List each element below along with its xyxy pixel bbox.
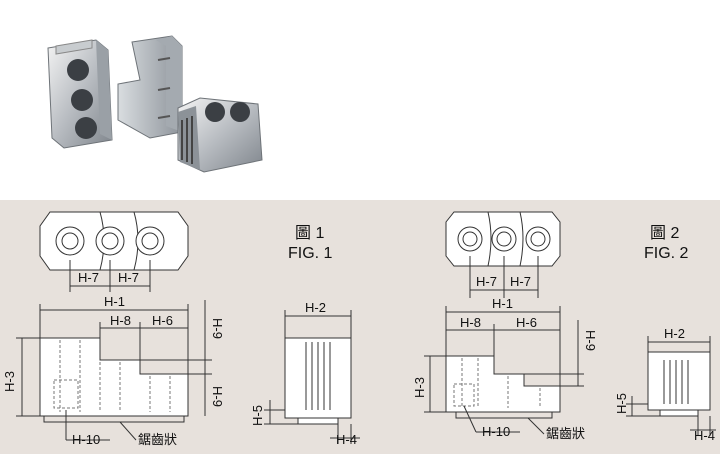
fig1-title-en: FIG. 1 xyxy=(288,245,333,262)
fig2-label-h7b: H-7 xyxy=(510,274,531,289)
drawing-svg: 圖 1 FIG. 1 H-7 H-7 H-1 H-8 H-6 H-9 H-9 H… xyxy=(2,211,716,447)
fig2-front-view xyxy=(626,336,716,436)
fig1-label-h6: H-6 xyxy=(152,313,173,328)
fig1-label-h10: H-10 xyxy=(72,432,100,447)
fig2-label-h7a: H-7 xyxy=(476,274,497,289)
dimension-drawings: 圖 1 FIG. 1 H-7 H-7 H-1 H-8 H-6 H-9 H-9 H… xyxy=(0,200,720,454)
fig2-title-cn: 圖 2 xyxy=(650,225,679,242)
fig2-label-h3: H-3 xyxy=(412,377,427,398)
jaw-photo-3 xyxy=(177,97,263,173)
fig2-label-serration: 鋸齒狀 xyxy=(546,426,585,441)
fig1-label-h7a: H-7 xyxy=(78,270,99,285)
fig2-label-h6: H-6 xyxy=(516,315,537,330)
fig1-label-h8: H-8 xyxy=(110,313,131,328)
fig2-label-h5: H-5 xyxy=(614,393,629,414)
fig1-label-h1: H-1 xyxy=(104,294,125,309)
fig1-label-h4: H-4 xyxy=(336,432,357,447)
fig1-label-h3: H-3 xyxy=(2,371,17,392)
fig1-title-cn: 圖 1 xyxy=(295,225,324,242)
fig1-top-view xyxy=(39,211,189,292)
fig1-side-view xyxy=(16,300,212,441)
fig2-top-view xyxy=(445,211,561,298)
fig1-front-view xyxy=(264,310,360,444)
fig2-label-h10: H-10 xyxy=(482,424,510,439)
fig1-label-h5: H-5 xyxy=(250,405,265,426)
soft-jaws-photo xyxy=(47,35,263,173)
fig1-label-h9a: H-9 xyxy=(210,318,225,339)
product-photo xyxy=(0,0,720,200)
fig2-side-view xyxy=(424,306,584,435)
fig1-label-serration: 鋸齒狀 xyxy=(138,432,177,447)
fig2-label-h8: H-8 xyxy=(460,315,481,330)
fig1-label-h7b: H-7 xyxy=(118,270,139,285)
jaw-photo-2 xyxy=(117,35,183,139)
fig1-label-h9b: H-9 xyxy=(210,386,225,407)
fig2-label-h2: H-2 xyxy=(664,326,685,341)
fig2-title-en: FIG. 2 xyxy=(644,245,689,262)
fig2-label-h4: H-4 xyxy=(694,428,715,443)
fig2-label-h1: H-1 xyxy=(492,296,513,311)
jaw-photo-1 xyxy=(47,39,113,149)
fig2-label-h9: H-9 xyxy=(583,330,598,351)
fig1-label-h2: H-2 xyxy=(305,300,326,315)
